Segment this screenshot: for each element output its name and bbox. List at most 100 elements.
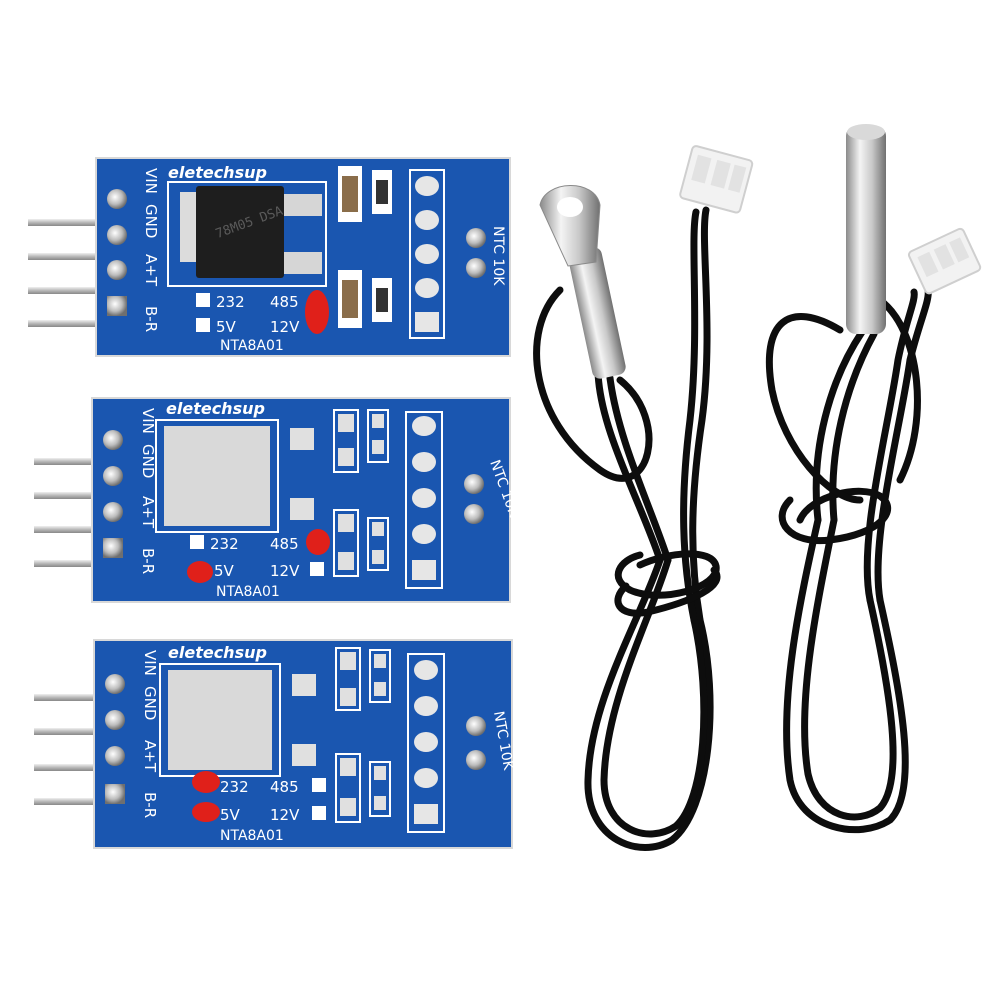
pad	[338, 552, 354, 570]
pin-label-vin: VIN	[141, 650, 159, 676]
solder-pad	[107, 296, 127, 316]
jumper-12v-pad	[310, 562, 324, 576]
chip-lead	[284, 252, 322, 274]
chip-tab	[180, 192, 200, 262]
resistor-footprint	[369, 649, 391, 703]
option-12v: 12V	[270, 562, 300, 580]
solder-jumper	[305, 290, 329, 334]
resistor-footprint	[367, 517, 389, 571]
pad	[338, 514, 354, 532]
pad	[372, 440, 384, 454]
pin-label-vin: VIN	[139, 408, 157, 434]
pin-label-br: B-R	[141, 792, 159, 818]
board-2: VIN GND A+T B-R eletechsup NTC 10K 232	[34, 397, 522, 603]
pad	[290, 498, 314, 520]
pad	[414, 696, 438, 716]
resistor-body	[376, 180, 388, 204]
chip-outline	[167, 181, 327, 287]
chip-outline	[159, 663, 281, 777]
brand-label: eletechsup	[168, 643, 267, 662]
brand-label: eletechsup	[166, 399, 265, 418]
capacitor-body	[342, 280, 358, 318]
chip-lead	[284, 194, 322, 216]
solder-pad	[107, 260, 127, 280]
ntc-label: NTC 10K	[490, 226, 506, 286]
pad	[412, 560, 436, 580]
pad	[374, 682, 386, 696]
pad	[372, 550, 384, 564]
pin-label-gnd: GND	[139, 444, 157, 478]
metal-sleeve	[568, 247, 626, 379]
tube-tip	[847, 124, 885, 140]
resistor-body	[376, 288, 388, 312]
option-232: 232	[216, 293, 245, 311]
ntc-terminal	[466, 228, 486, 248]
option-485: 485	[270, 293, 299, 311]
pad	[415, 278, 439, 298]
pad	[372, 414, 384, 428]
model-label: NTA8A01	[216, 584, 280, 600]
ring-lug-probe	[533, 145, 754, 851]
solder-jumper	[187, 561, 213, 583]
jumper-12v-pad	[312, 806, 326, 820]
jumper-485-pad	[312, 778, 326, 792]
model-label: NTA8A01	[220, 828, 284, 844]
lug-hole	[557, 197, 583, 217]
pad	[412, 416, 436, 436]
pad	[412, 452, 436, 472]
pad	[414, 732, 438, 752]
pad	[414, 660, 438, 680]
pad	[415, 312, 439, 332]
model-label: NTA8A01	[220, 338, 284, 354]
capacitor-footprint	[333, 509, 359, 577]
option-485: 485	[270, 778, 299, 796]
pad-column	[409, 169, 445, 339]
jumper-232-pad	[190, 535, 204, 549]
cable	[533, 206, 721, 851]
resistor-footprint	[369, 761, 391, 817]
chip-pad	[168, 670, 272, 770]
cable	[765, 286, 932, 834]
solder-pad	[103, 430, 123, 450]
capacitor-footprint	[335, 753, 361, 823]
capacitor-footprint	[335, 647, 361, 711]
ring-lug	[539, 185, 601, 267]
solder-jumper	[306, 529, 330, 555]
ntc-terminal	[466, 258, 486, 278]
solder-pad	[103, 466, 123, 486]
chip-outline	[155, 419, 279, 533]
pad	[340, 688, 356, 706]
solder-pad	[105, 784, 125, 804]
option-232: 232	[210, 535, 239, 553]
pad	[290, 428, 314, 450]
pin-label-at: A+T	[139, 496, 157, 529]
pin-label-gnd: GND	[141, 686, 159, 720]
option-12v: 12V	[270, 318, 300, 336]
pad	[415, 176, 439, 196]
pin-label-at: A+T	[141, 740, 159, 773]
jumper-232-pad	[196, 293, 210, 307]
solder-pad	[105, 674, 125, 694]
solder-pad	[105, 746, 125, 766]
pin-label-gnd: GND	[142, 204, 160, 238]
pad-column	[405, 411, 443, 589]
solder-pad	[105, 710, 125, 730]
ntc-terminal	[464, 504, 484, 524]
pad	[338, 448, 354, 466]
pad	[340, 758, 356, 776]
ntc-terminal	[466, 716, 486, 736]
option-5v: 5V	[216, 318, 237, 336]
solder-jumper	[192, 802, 220, 822]
solder-jumper	[192, 771, 220, 793]
pad	[412, 488, 436, 508]
pin-label-br: B-R	[142, 306, 160, 332]
tube-probe	[765, 124, 982, 834]
brand-label: eletechsup	[168, 163, 267, 182]
pad	[292, 744, 316, 766]
resistor-footprint	[367, 409, 389, 463]
pad	[374, 796, 386, 810]
ntc-terminal	[466, 750, 486, 770]
solder-pad	[103, 538, 123, 558]
pad	[414, 768, 438, 788]
